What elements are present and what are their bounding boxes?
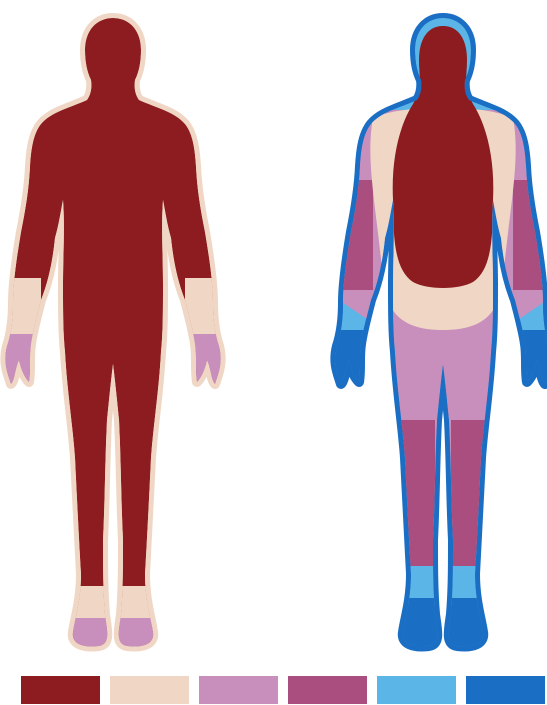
cold-core xyxy=(393,26,494,288)
legend-swatch-blue xyxy=(466,676,545,704)
legend-swatch-light-blue xyxy=(377,676,456,704)
legend-swatch-beige xyxy=(110,676,189,704)
warm-feet xyxy=(63,618,163,658)
color-legend xyxy=(0,676,547,705)
legend-swatch-mauve xyxy=(199,676,278,704)
warm-body-figure xyxy=(1,18,225,658)
cold-body-figure xyxy=(331,18,547,658)
legend-swatch-dark-red xyxy=(21,676,100,704)
legend-swatch-plum xyxy=(288,676,367,704)
